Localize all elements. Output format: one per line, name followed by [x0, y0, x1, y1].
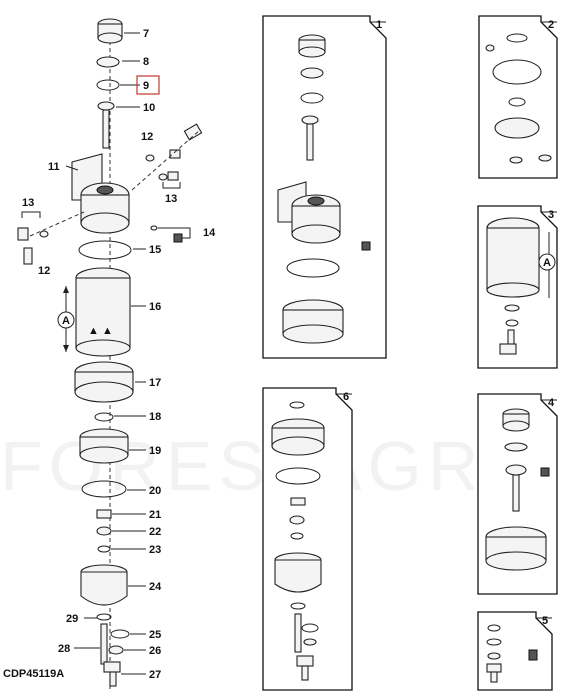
part-screw [150, 225, 191, 243]
callout-label: 23 [149, 544, 161, 556]
part-nut [96, 509, 112, 519]
variant-panel-5: 5 [477, 611, 553, 691]
part-filter-element: ▲ ▲ [75, 267, 131, 357]
callout-label: 20 [149, 485, 161, 497]
dimension-a: A [57, 286, 75, 352]
callout-label: 7 [143, 28, 149, 40]
callout-leaders [65, 32, 146, 675]
part-seal [78, 240, 132, 260]
panel-number: 4 [548, 397, 555, 409]
panel-number: 5 [542, 615, 548, 627]
callout-label: 24 [149, 581, 162, 593]
callout-label: 27 [149, 669, 161, 681]
callout-label: 18 [149, 411, 161, 423]
callout-label: 10 [143, 102, 155, 114]
callout-label: 26 [149, 645, 161, 657]
callout-label: 12 [141, 131, 153, 143]
callout-label: 8 [143, 56, 149, 68]
part-spacer [96, 526, 112, 536]
part-water-bowl [80, 564, 128, 606]
callout-label: 15 [149, 244, 161, 256]
callout-label: 13 [22, 197, 34, 209]
callout-label: 17 [149, 377, 161, 389]
panel-number: 3 [548, 209, 554, 221]
callout-9-highlight [136, 75, 160, 95]
part-drain-valve [103, 661, 121, 687]
variant-panel-4: 4 [477, 393, 558, 595]
callout-label: 12 [38, 265, 50, 277]
figure-code: CDP45119A [3, 668, 65, 680]
part-washer [96, 56, 120, 68]
part-bowl-seal [81, 480, 127, 498]
callout-label: 11 [48, 161, 60, 173]
part-drain-seal [108, 645, 124, 655]
callout-label: 9 [143, 80, 149, 92]
callout-label: 21 [149, 509, 161, 521]
panel-number: 6 [343, 391, 349, 403]
variant-panel-1: 1 [262, 15, 387, 359]
part-retaining-ring [74, 361, 134, 403]
part-drain-o-ring [110, 629, 130, 639]
part-o-ring-small [94, 412, 114, 422]
part-filter-head [71, 153, 130, 234]
part-drain-washer [96, 613, 112, 621]
callout-label: 19 [149, 445, 161, 457]
part-bowl-ring [79, 428, 129, 464]
callout-label: 16 [149, 301, 161, 313]
callout-label: 25 [149, 629, 161, 641]
callout-label: 28 [58, 643, 70, 655]
main-exploded-view: ▲ ▲ A [17, 18, 203, 690]
callout-label: 13 [165, 193, 177, 205]
part-fittings-lower [158, 171, 181, 189]
callout-label: 22 [149, 526, 161, 538]
callout-label: 29 [66, 613, 78, 625]
callout-label: 14 [203, 227, 216, 239]
svg-text:▲ ▲: ▲ ▲ [88, 325, 113, 337]
variant-panel-6: 6 [262, 387, 353, 691]
part-cap-nut [97, 18, 123, 44]
variant-panel-3: 3 A [477, 205, 558, 369]
part-drain-bolt [100, 623, 108, 665]
part-fittings-left [17, 211, 85, 265]
dimension-a-label: A [543, 257, 551, 269]
part-o-ring [96, 79, 120, 91]
watermark: FORESTAGRI [0, 427, 510, 505]
panel-number: 2 [548, 19, 554, 31]
variant-panel-2: 2 [478, 15, 558, 179]
part-fitting-right [131, 123, 203, 191]
part-bleed-screw [97, 101, 115, 149]
panel-number: 1 [376, 19, 382, 31]
part-gasket [97, 545, 111, 553]
dimension-a-label: A [62, 315, 70, 327]
